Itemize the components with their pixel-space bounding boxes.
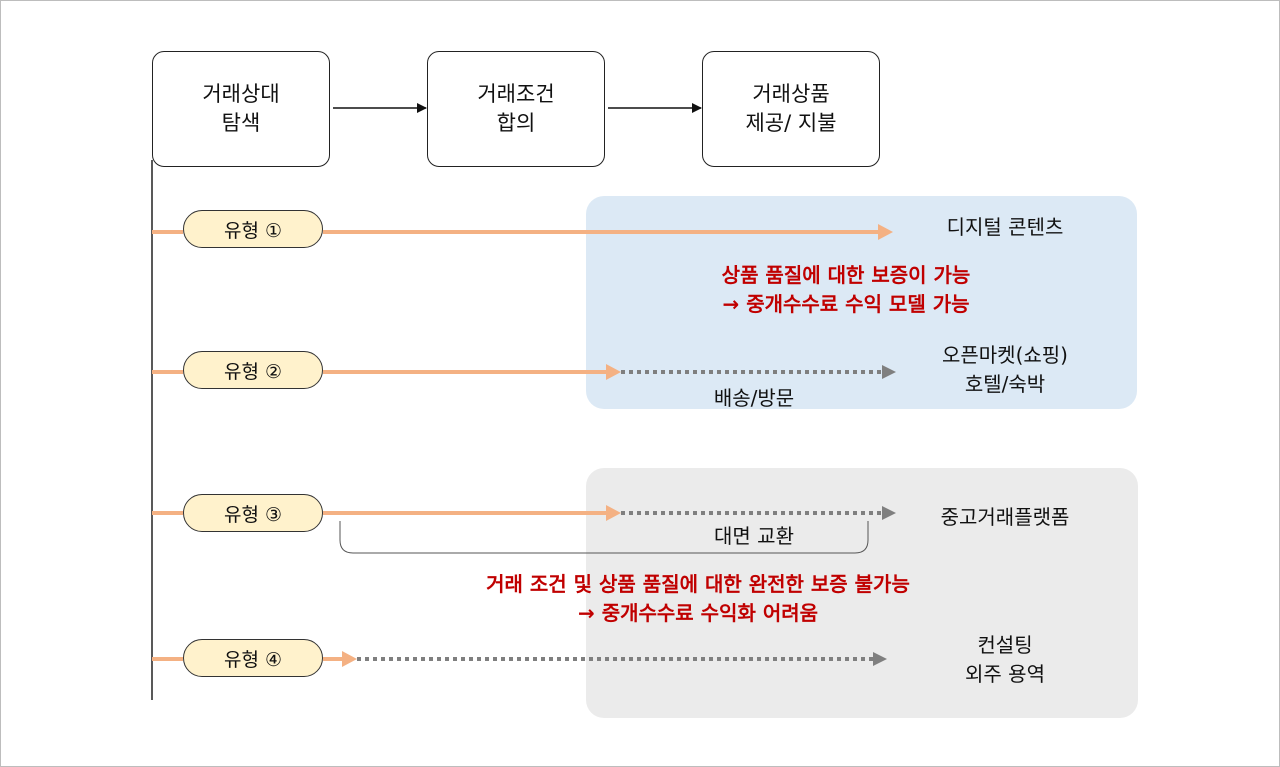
target-digital-content: 디지털 콘텐츠 [946, 215, 1064, 239]
face-to-face-label: 대면 교환 [714, 524, 794, 548]
type3-dotted-arrowhead [882, 506, 896, 520]
type1-arrowhead [878, 224, 893, 240]
delivery-visit-label: 배송/방문 [713, 386, 795, 410]
stage-terms-agreement: 거래조건 합의 [427, 51, 605, 167]
blue-zone-note: 상품 품질에 대한 보증이 가능 → 중개수수료 수익 모델 가능 [721, 263, 971, 316]
type2-dotted-arrowhead [882, 365, 896, 379]
target-consulting: 컨설팅 외주 용역 [965, 633, 1045, 686]
type-4-pill: 유형 ④ [183, 639, 323, 677]
type4-arrowhead [342, 651, 357, 667]
type-2-pill: 유형 ② [183, 351, 323, 389]
target-openmarket-hotel: 오픈마켓(쇼핑) 호텔/숙박 [941, 343, 1068, 396]
stage-partner-search: 거래상대 탐색 [152, 51, 330, 167]
type4-dotted-arrowhead [873, 652, 887, 666]
type-1-pill: 유형 ① [183, 210, 323, 248]
guarantee-impossible-zone [586, 468, 1138, 718]
gray-zone-note: 거래 조건 및 상품 품질에 대한 완전한 보증 불가능 → 중개수수료 수익화… [486, 572, 910, 625]
type-3-pill: 유형 ③ [183, 494, 323, 532]
face-to-face-bracket [339, 521, 869, 554]
type3-arrowhead [606, 505, 621, 521]
type2-arrowhead [606, 364, 621, 380]
target-used-market: 중고거래플랫폼 [940, 505, 1070, 529]
stage-delivery-payment: 거래상품 제공/ 지불 [702, 51, 880, 167]
